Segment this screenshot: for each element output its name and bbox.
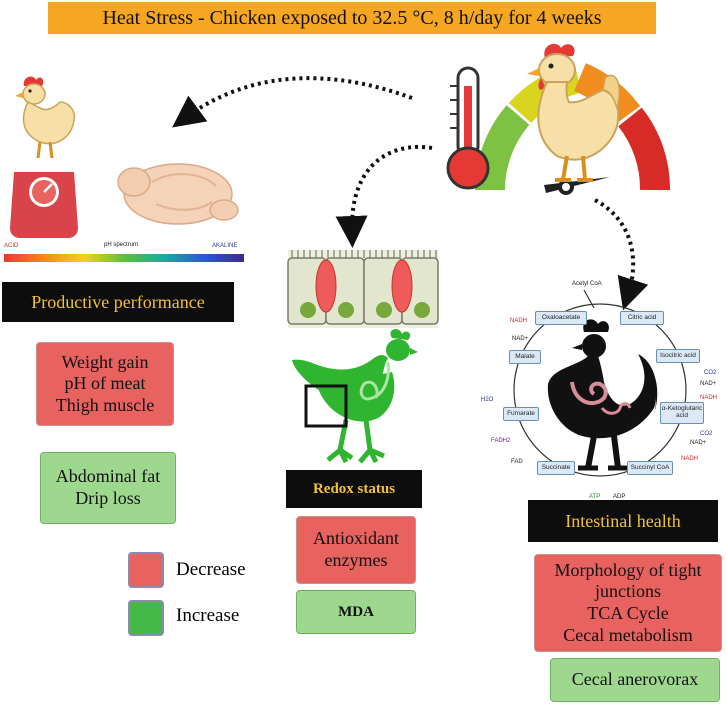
tca-oxaloacetate: Oxaloacetate [535, 311, 587, 325]
ph-alkaline-label: AKALINE [212, 243, 238, 249]
intestinal-decrease-box: Morphology of tight junctions TCA Cycle … [534, 554, 722, 652]
productive-increase-box: Abdominal fat Drip loss [40, 452, 176, 524]
tca-nadh-3: NADH [681, 456, 699, 462]
tca-h2o: H2O [481, 397, 494, 403]
tca-fad: FAD [511, 459, 523, 465]
tca-nad-3: NAD+ [690, 440, 707, 446]
intestinal-decrease-line: TCA Cycle [587, 603, 669, 623]
tca-acetyl: Acetyl CoA [572, 281, 602, 287]
green-chicken-icon [292, 329, 418, 464]
tca-malate: Malate [509, 350, 541, 364]
tca-fumarate: Fumarate [503, 407, 539, 421]
raw-chicken-icon [117, 163, 239, 225]
tca-nad-1: NAD+ [512, 336, 529, 342]
tca-co2-1: CO2 [704, 370, 717, 376]
redox-decrease-box: Antioxidant enzymes [296, 516, 416, 584]
rooster-icon [547, 319, 658, 471]
productive-decrease-item: Thigh muscle [55, 394, 155, 415]
legend-increase-swatch [128, 600, 164, 636]
tca-atp: ATP [589, 494, 601, 500]
tca-adp: ADP [613, 494, 626, 500]
intestinal-decrease-line: junctions [595, 581, 661, 602]
redox-decrease-line: Antioxidant [313, 528, 399, 549]
tca-isocitric: Isocitric acid [656, 349, 700, 363]
scale-icon [10, 172, 78, 238]
tca-nadh-1: NADH [510, 318, 528, 324]
tca-co2-2: CO2 [700, 431, 713, 437]
rooster-hot-icon [527, 43, 621, 182]
tca-fadh2: FADH2 [491, 438, 511, 444]
productive-heading: Productive performance [31, 291, 205, 312]
productive-heading-box: Productive performance [2, 282, 234, 322]
intestinal-increase-item: Cecal anerovorax [571, 669, 699, 690]
intestinal-increase-box: Cecal anerovorax [550, 658, 720, 702]
redox-heading-box: Redox status [286, 470, 422, 508]
redox-increase-box: MDA [296, 590, 416, 634]
title-text: Heat Stress - Chicken exposed to 32.5 °C… [102, 6, 602, 29]
intestinal-heading-box: Intestinal health [528, 500, 718, 542]
intestinal-heading: Intestinal health [565, 510, 681, 531]
productive-decrease-box: Weight gain pH of meat Thigh muscle [36, 342, 174, 426]
legend-increase-label: Increase [176, 605, 240, 626]
ph-spectrum-bar [4, 254, 244, 262]
ph-acid-label: ACID [4, 243, 19, 249]
productive-increase-item: Abdominal fat [55, 466, 161, 487]
chicken-icon [15, 76, 76, 159]
arrow-to-redox [335, 145, 433, 248]
tca-succinyl: Succinyl CoA [627, 461, 673, 475]
ph-center-label: pH spectrum [104, 242, 139, 248]
intestine-cells-icon [287, 250, 439, 328]
intestinal-decrease-line: Morphology of tight [554, 559, 702, 580]
legend-decrease-swatch [128, 552, 164, 588]
productive-decrease-item: Weight gain [61, 351, 149, 372]
gauge-icon [475, 63, 670, 195]
tca-succinate: Succinate [537, 461, 575, 475]
redox-increase-item: MDA [338, 604, 374, 620]
tca-nadh-2: NADH [700, 395, 718, 401]
legend-decrease-label: Decrease [176, 559, 246, 580]
redox-decrease-line: enzymes [324, 550, 388, 570]
tca-cycle-arrows [513, 289, 687, 477]
tca-citric: Citric acid [620, 311, 664, 325]
productive-increase-item: Drip loss [75, 488, 141, 508]
productive-decrease-item: pH of meat [64, 373, 146, 394]
intestinal-decrease-line: Cecal metabolism [563, 624, 693, 645]
title-banner: Heat Stress - Chicken exposed to 32.5 °C… [48, 2, 656, 34]
tca-nad-2: NAD+ [700, 381, 717, 387]
thermometer-icon [446, 66, 490, 190]
redox-heading: Redox status [312, 480, 396, 497]
arrow-to-performance [172, 76, 413, 128]
